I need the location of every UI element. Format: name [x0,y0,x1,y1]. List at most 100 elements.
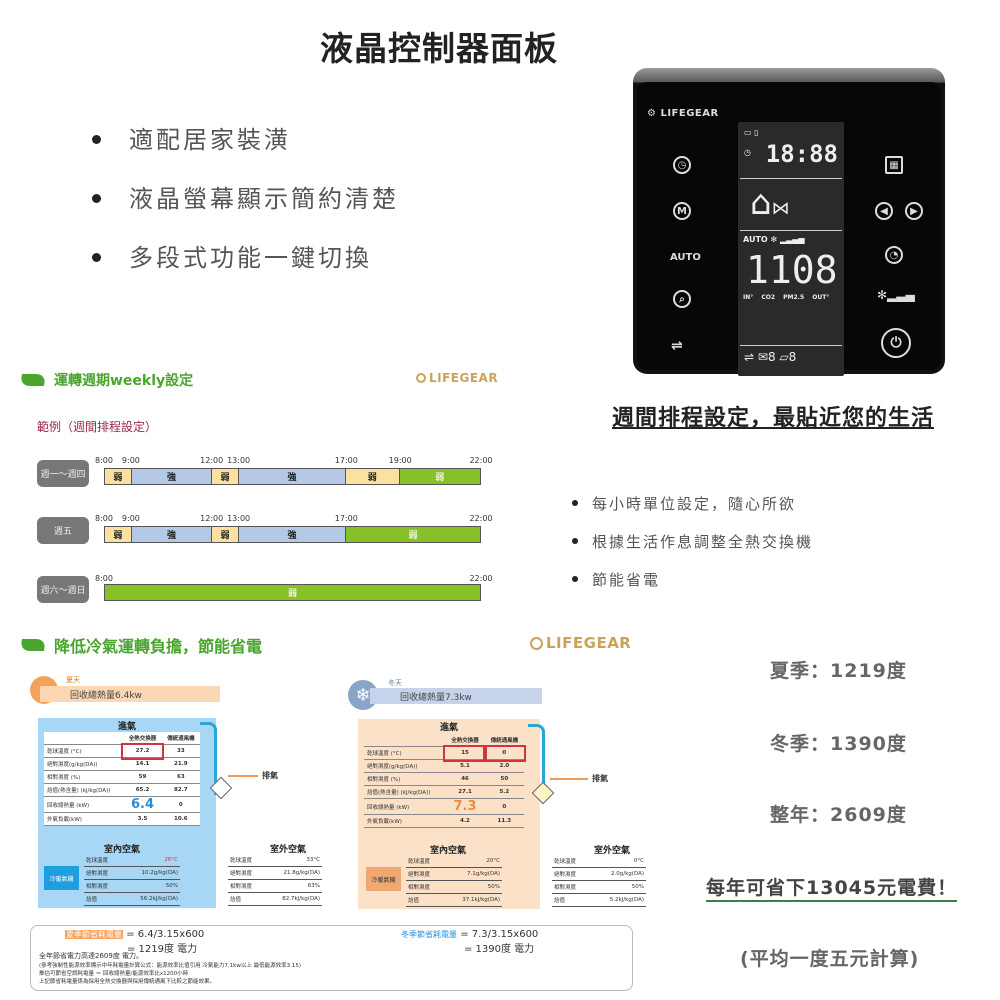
segment-green: 弱 [346,527,480,542]
exhaust-label: 排氣 [262,771,278,780]
house-exchanger-icon: ⌂⋈ [750,183,790,223]
exhaust-label: 排氣 [592,774,608,783]
supply-air-pipe [528,724,545,797]
bullet-icon [572,500,578,506]
timeline-ticks: 8:00 9:00 12:00 13:00 17:00 19:00 22:00 [95,456,493,465]
year-saving: 整年：2609度 [770,804,907,826]
bullet-icon [92,194,101,203]
lcd-mode: AUTO ✻ ▂▃▄▅ [743,235,805,244]
segment-weak: 弱 [212,527,239,542]
timeline-ticks: 8:00 9:00 12:00 13:00 17:00 22:00 [95,514,493,523]
supply-air-pipe [200,722,217,795]
search-icon: ⌕ [673,290,691,308]
bullet-icon [92,135,101,144]
mode-m-icon: M [673,202,691,220]
segment-weak: 弱 [105,527,132,542]
schedule-bar-fri: 弱 強 弱 強 弱 [104,526,481,543]
outdoor-title: 室外空氣 [270,845,307,855]
segment-weak: 弱 [105,469,132,484]
annual-cost-saving: 每年可省下13045元電費！ [706,873,958,902]
schedule-point: 根據生活作息調整全熱交換機 [572,522,813,560]
feature-item: 適配居家裝潢 [92,110,399,169]
power-icon: ⏻ [881,328,911,358]
winter-result: = 1390度 電力 [464,944,535,955]
row-label-mon-thu: 週一～週四 [37,460,89,487]
bullet-icon [92,253,101,262]
summer-banner: 回收總熱量6.4kw [40,686,220,702]
leaf-icon [17,639,49,651]
schedule-point: 每小時單位設定，隨心所欲 [572,484,813,522]
fan-speed-icon: ✻▂▃▄ [877,288,915,302]
row-label-fri: 週五 [37,517,89,544]
feature-item: 多段式功能一鍵切換 [92,228,399,287]
clock-icon: ◷ [744,148,751,157]
calc-note: (參考強制性能源效率標示中年耗電量計算公式：能源效率比值引用 冷氣能力7.1kw… [39,963,301,969]
gear-logo-icon [416,373,426,383]
auto-label: AUTO [670,252,701,263]
energy-heading: 降低冷氣運轉負擔，節能省電 [17,633,262,657]
summer-saving: 夏季：1219度 [770,660,907,682]
lifegear-logo: LIFEGEAR [416,371,498,385]
segment-weak: 弱 [346,469,400,484]
supply-title: 進氣 [440,723,459,733]
calendar-icon: ▭ ▯ [744,128,759,137]
supply-title: 進氣 [118,722,137,732]
calculation-basis: (平均一度五元計算) [740,948,920,970]
schedule-points: 每小時單位設定，隨心所欲 根據生活作息調整全熱交換機 節能省電 [572,484,813,598]
schedule-heading: 週間排程設定，最貼近您的生活 [612,406,935,431]
page-title: 液晶控制器面板 [320,29,558,68]
summer-calc: 夏季節省耗電量 = 6.4/3.15x600 [65,929,205,940]
timer-icon: ◔ [885,246,903,264]
ac-unit-box: 冷暖氣機 [366,867,401,891]
calc-note: 上記節省耗電量係為採用全熱交換器與採用傳統通風下比較之節能效果。 [39,979,216,985]
winter-season-label: 冬天 [388,679,402,687]
calc-note: 全年節省電力高達2609度 電力。 [39,952,144,960]
indoor-title: 室內空氣 [430,846,467,856]
bullet-icon [572,538,578,544]
device-brand: ⚙ LIFEGEAR [647,108,719,119]
bullet-icon [572,576,578,582]
winter-saving: 冬季：1390度 [770,733,907,755]
calculation-box: 夏季節省耗電量 = 6.4/3.15x600 = 1219度 電力 冬季節省耗電… [30,925,633,991]
example-label: 範例（週間排程設定） [37,420,158,434]
schedule-icon: ▦ [885,156,903,174]
schedule-point: 節能省電 [572,560,813,598]
lcd-sensors: IN° CO2 PM2.5 OUT° [743,294,830,301]
segment-strong: 強 [238,527,347,542]
winter-banner: 回收總熱量7.3kw [370,688,542,704]
calc-note: 推估可節省空調耗電量 ＝ 回收總熱量/能源效率比x1200小時 [39,971,189,977]
feature-list: 適配居家裝潢 液晶螢幕顯示簡約清楚 多段式功能一鍵切換 [92,110,399,287]
gear-logo-icon [530,636,543,650]
heat-exchange-icon: ⇌ [671,338,683,354]
lcd-value: 1108 [746,248,838,292]
segment-strong: 強 [238,469,347,484]
schedule-bar-sat-sun: 弱 [104,584,481,601]
exhaust-arrow [550,778,588,780]
lcd-screen: ▭ ▯ ◷ 18:88 ⌂⋈ AUTO ✻ ▂▃▄▅ 1108 IN° CO2 … [738,122,844,376]
ac-unit-box: 冷暖氣機 [44,866,79,890]
outdoor-title: 室外空氣 [594,846,631,856]
exhaust-arrow [228,775,258,777]
feature-item: 液晶螢幕顯示簡約清楚 [92,169,399,228]
summer-result: = 1219度 電力 [127,944,198,955]
timeline-ticks: 8:00 22:00 [95,574,493,583]
clock-icon: ◷ [673,156,691,174]
lifegear-logo: LIFEGEAR [530,634,631,652]
segment-strong: 強 [131,469,213,484]
lcd-bottom-icons: ⇌ ✉8 ▱8 [744,350,797,364]
lcd-time: 18:88 [765,140,838,168]
schedule-bar-mon-thu: 弱 強 弱 強 弱 弱 [104,468,481,485]
lcd-controller-device: ⚙ LIFEGEAR ◷ M AUTO ⌕ ⇌ ▭ ▯ ◷ 18:88 ⌂⋈ A… [633,68,945,376]
leaf-icon [17,374,49,386]
indoor-title: 室內空氣 [104,845,141,855]
left-arrow-icon: ◀ [875,202,893,220]
segment-green: 弱 [399,469,480,484]
right-arrow-icon: ▶ [905,202,923,220]
segment-weak: 弱 [212,469,239,484]
summer-season-label: 夏天 [66,676,80,684]
